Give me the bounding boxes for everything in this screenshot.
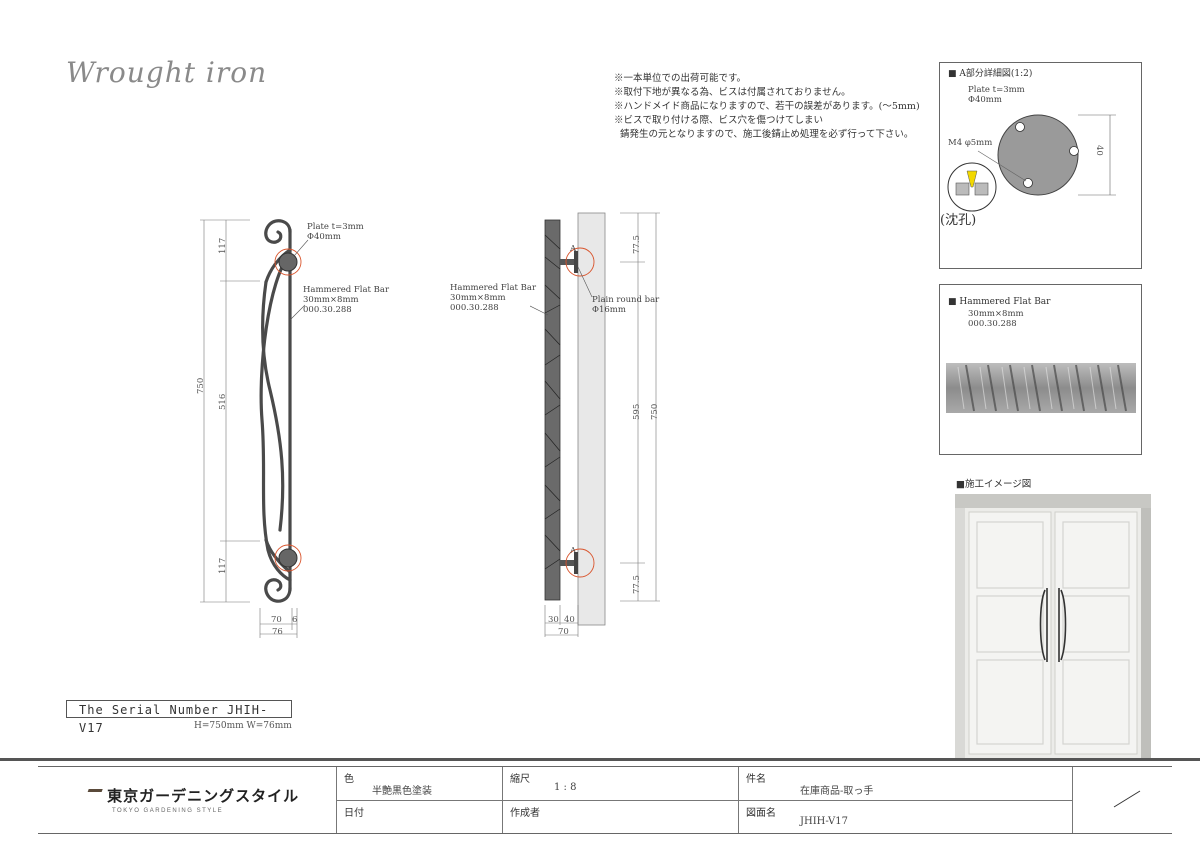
front-bar-size: 30mm×8mm — [303, 295, 359, 305]
door-illustration — [955, 494, 1151, 758]
side-bar-name: Hammered Flat Bar — [450, 283, 537, 293]
front-plate-label: Plate t=3mm Φ40mm — [307, 222, 364, 242]
front-dim-total: 750 — [196, 377, 206, 394]
bar-panel-title: ■ Hammered Flat Bar — [948, 297, 1051, 307]
title-block: 東京ガーデニングスタイル TOKYO GARDENING STYLE 色 半艶黒… — [38, 766, 1172, 834]
front-dim-mid: 516 — [218, 393, 228, 410]
front-view-drawing — [200, 219, 309, 638]
note-line: ※取付下地が異なる為、ビスは付属されておりません。 — [614, 87, 851, 98]
tb-color-label: 色 — [344, 774, 354, 785]
install-image — [955, 494, 1151, 758]
tb-scale-label: 縮尺 — [510, 774, 530, 785]
detail-panel-title: ■ A部分詳細図(1:2) — [948, 69, 1033, 79]
serial-number-box: The Serial Number JHIH-V17 — [66, 700, 292, 735]
front-dim-top: 117 — [218, 237, 228, 254]
tb-author-label: 作成者 — [510, 808, 540, 819]
tb-divider — [1072, 767, 1073, 833]
tb-hdivider — [336, 800, 1072, 801]
bar-panel: ■ Hammered Flat Bar 30mm×8mm 000.30.288 — [939, 284, 1142, 455]
hammered-bar-image — [946, 363, 1136, 413]
note-line: 錆発生の元となりますので、施工後錆止め処理を必ず行って下さい。 — [614, 129, 914, 140]
side-bar-code: 000.30.288 — [450, 303, 499, 313]
tb-revision-slash — [1113, 790, 1141, 808]
notes-block: ※一本単位での出荷可能です。 ※取付下地が異なる為、ビスは付属されておりません。… — [614, 72, 920, 142]
title-block-rule — [0, 758, 1200, 761]
detail-plate-label: Plate t=3mm Φ40mm — [968, 85, 1025, 105]
logo-text: 東京ガーデニングスタイル — [107, 787, 300, 805]
bar-panel-size: 30mm×8mm — [968, 309, 1024, 319]
side-dim-top: 77.5 — [632, 235, 642, 254]
side-dim-depth-a: 30 — [548, 615, 559, 625]
detail-dim-height: 40 — [1094, 145, 1104, 156]
tb-color-value: 半艶黒色塗装 — [372, 786, 432, 797]
front-bar-name: Hammered Flat Bar — [303, 285, 390, 295]
detail-screw-label: M4 φ5mm — [948, 138, 993, 148]
logo-subtitle: TOKYO GARDENING STYLE — [112, 808, 224, 814]
front-dim-bottom: 117 — [218, 557, 228, 574]
tb-subject-value: 在庫商品-取っ手 — [800, 786, 874, 797]
detail-panel: ■ A部分詳細図(1:2) Plate t=3mm Φ40mm M4 φ5mm … — [939, 62, 1142, 269]
detail-plate-diameter: Φ40mm — [968, 95, 1002, 105]
logo-mark-icon — [83, 789, 103, 804]
page-title: Wrought iron — [66, 56, 268, 89]
side-view-drawing — [530, 212, 660, 637]
detail-plate-spec: Plate t=3mm — [968, 85, 1025, 95]
serial-size: H=750mm W=76mm — [194, 721, 292, 731]
side-dim-depth-total: 70 — [558, 627, 569, 637]
note-line: ※一本単位での出荷可能です。 — [614, 73, 747, 84]
side-round-bar-diameter: Φ16mm — [592, 305, 626, 315]
detail-drawing — [947, 114, 1116, 212]
front-dim-width-a: 70 — [271, 615, 282, 625]
company-logo: 東京ガーデニングスタイル TOKYO GARDENING STYLE — [83, 785, 300, 814]
install-image-label: ■施工イメージ図 — [956, 479, 1032, 490]
bar-panel-code: 000.30.288 — [968, 319, 1017, 329]
detail-countersink-label: (沈孔) — [940, 213, 977, 228]
front-plate-spec: Plate t=3mm — [307, 222, 364, 232]
front-plate-diameter: Φ40mm — [307, 232, 341, 242]
side-bar-size: 30mm×8mm — [450, 293, 506, 303]
side-bar-label: Hammered Flat Bar 30mm×8mm 000.30.288 — [450, 283, 536, 313]
tb-scale-value: 1 : 8 — [554, 782, 577, 793]
front-bar-code: 000.30.288 — [303, 305, 352, 315]
side-round-bar-label: Plain round bar Φ16mm — [592, 295, 659, 315]
note-line: ※ビスで取り付ける際、ビス穴を傷つけてしまい — [614, 115, 824, 126]
front-dim-width-total: 76 — [272, 627, 283, 637]
side-dim-mid: 595 — [632, 403, 642, 420]
side-detail-marker-bottom: A — [570, 546, 577, 556]
tb-drawing-value: JHIH-V17 — [800, 816, 848, 827]
front-bar-label: Hammered Flat Bar 30mm×8mm 000.30.288 — [303, 285, 389, 315]
note-line: ※ハンドメイド商品になりますので、若干の誤差があります。(～5mm) — [614, 101, 920, 112]
side-detail-marker-top: A — [570, 244, 577, 254]
side-dim-bottom: 77.5 — [632, 575, 642, 594]
side-dim-depth-b: 40 — [564, 615, 575, 625]
tb-subject-label: 件名 — [746, 774, 766, 785]
side-dim-total: 750 — [650, 403, 660, 420]
front-dim-width-b: 6 — [292, 615, 298, 625]
tb-drawing-label: 図面名 — [746, 808, 776, 819]
side-round-bar-name: Plain round bar — [592, 295, 660, 305]
tb-date-label: 日付 — [344, 808, 364, 819]
